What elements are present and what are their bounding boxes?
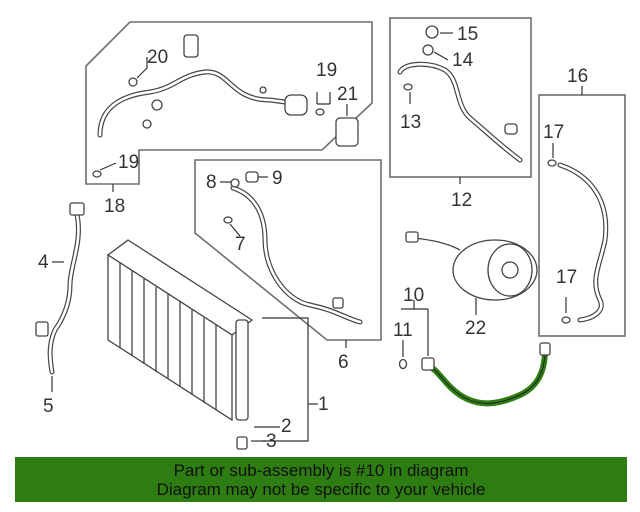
hose-end-fitting <box>421 357 435 371</box>
condenser-1: 1 2 3 <box>106 239 329 452</box>
o-ring-19 <box>92 170 102 178</box>
o-ring <box>151 99 163 111</box>
panel-18: 20 19 21 19 18 <box>85 21 373 217</box>
callout-16: 16 <box>567 66 588 87</box>
callout-21: 21 <box>337 84 358 105</box>
callout-12: 12 <box>451 190 472 211</box>
bolt <box>128 77 138 87</box>
banner-line-1: Part or sub-assembly is #10 in diagram <box>173 461 469 480</box>
callout-11: 11 <box>393 320 413 341</box>
compressor-22: 22 <box>405 231 538 339</box>
hose-fitting <box>284 94 308 116</box>
cap-8 <box>230 178 240 188</box>
leader-19b <box>99 162 117 171</box>
pipe-4: 4 5 <box>35 202 85 417</box>
cap-15 <box>425 25 439 39</box>
panel-16-frame <box>538 94 626 337</box>
callout-3: 3 <box>266 431 277 452</box>
info-banner: Part or sub-assembly is #10 in diagram D… <box>15 457 627 502</box>
hose-end-fitting <box>539 342 551 356</box>
callout-6: 6 <box>338 352 349 373</box>
callout-18: 18 <box>104 196 125 217</box>
grommet <box>142 119 152 129</box>
o-ring-7 <box>223 216 233 224</box>
callout-1: 1 <box>318 394 329 415</box>
o-ring-11 <box>398 358 408 370</box>
part-10-hose: 10 11 <box>393 285 551 407</box>
condenser-core <box>107 253 233 422</box>
compressor-wire <box>414 237 461 251</box>
panel-6: 9 8 7 6 <box>194 159 382 373</box>
callout-8: 8 <box>206 172 217 193</box>
leader-19a <box>316 92 331 105</box>
cap-9 <box>245 171 259 183</box>
cap-3 <box>236 436 248 450</box>
o-ring-13 <box>403 83 413 91</box>
panel-6-frame <box>194 159 382 341</box>
callout-15: 15 <box>457 24 478 45</box>
callout-7: 7 <box>235 234 246 255</box>
pipe-4-line <box>47 207 81 375</box>
callout-17: 17 <box>543 122 564 143</box>
callout-19b: 19 <box>118 152 139 173</box>
parts-diagram: 20 19 21 19 18 15 14 13 12 16 <box>35 17 626 452</box>
highlighted-hose <box>425 347 548 407</box>
callout-5: 5 <box>43 396 54 417</box>
panel-18-frame <box>85 21 373 185</box>
callout-2: 2 <box>281 416 292 437</box>
callout-4: 4 <box>38 252 49 273</box>
pipe-5-fitting <box>35 321 49 337</box>
callout-17b: 17 <box>556 267 577 288</box>
banner-line-2: Diagram may not be specific to your vehi… <box>156 480 486 499</box>
receiver-drier-21 <box>335 117 359 147</box>
cap-14 <box>422 44 434 56</box>
bracket <box>183 34 199 58</box>
bolt <box>259 86 267 94</box>
pipe-4-fitting <box>69 202 85 216</box>
callout-22: 22 <box>465 318 486 339</box>
callout-20: 20 <box>147 47 168 68</box>
callout-19: 19 <box>316 60 337 81</box>
leader-20 <box>136 57 148 79</box>
callout-14: 14 <box>452 50 474 71</box>
clip <box>332 297 344 309</box>
panel-12: 15 14 13 12 <box>389 17 532 211</box>
o-ring-19 <box>315 108 325 116</box>
callout-9: 9 <box>272 168 283 189</box>
callout-13: 13 <box>400 112 421 133</box>
o-ring-17 <box>547 159 557 167</box>
callout-10: 10 <box>403 285 424 306</box>
receiver-tank <box>235 319 249 421</box>
clip <box>504 123 518 135</box>
o-ring-17 <box>561 316 571 324</box>
panel-16: 16 17 17 <box>538 66 626 337</box>
